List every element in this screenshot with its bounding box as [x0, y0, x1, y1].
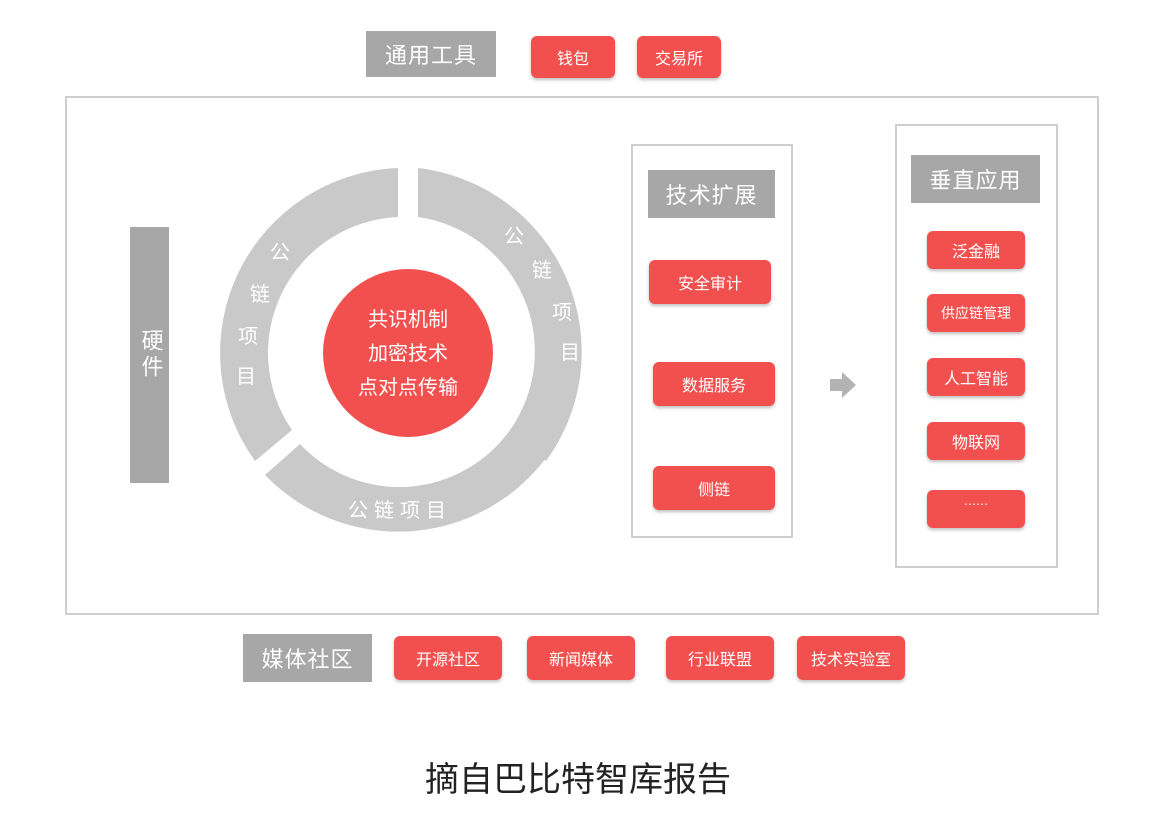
ring-diagram: [220, 168, 582, 532]
app-finance-button[interactable]: 泛金融: [927, 231, 1025, 269]
core-circle: 共识机制 加密技术 点对点传输: [323, 269, 493, 437]
app-supply-chain-button[interactable]: 供应链管理: [927, 294, 1025, 332]
core-p2p: 点对点传输: [358, 375, 458, 399]
data-service-button[interactable]: 数据服务: [653, 362, 775, 406]
exchange-button[interactable]: 交易所: [637, 36, 721, 78]
app-more-button[interactable]: ……: [927, 490, 1025, 528]
vertical-apps-title: 垂直应用: [911, 155, 1040, 203]
ring-segment-left: [220, 168, 398, 461]
caption: 摘自巴比特智库报告: [425, 760, 731, 800]
ring-bottom-text: 公链项目: [348, 498, 452, 522]
sidechain-button[interactable]: 侧链: [653, 466, 775, 510]
core-consensus: 共识机制: [368, 307, 448, 331]
security-audit-button[interactable]: 安全审计: [649, 260, 771, 304]
ring-right-text: 公 链 项 目: [504, 224, 580, 364]
arrow-right-icon: [830, 372, 856, 398]
tools-label: 通用工具: [366, 31, 496, 77]
core-crypto: 加密技术: [368, 341, 448, 365]
news-media-button[interactable]: 新闻媒体: [527, 636, 635, 680]
ring-left-text: 公 链 项 目: [236, 240, 290, 388]
wallet-button[interactable]: 钱包: [531, 36, 615, 78]
tech-lab-button[interactable]: 技术实验室: [797, 636, 905, 680]
hardware-label: 硬件: [130, 227, 169, 483]
app-iot-button[interactable]: 物联网: [927, 422, 1025, 460]
industry-alliance-button[interactable]: 行业联盟: [666, 636, 774, 680]
tech-extension-title: 技术扩展: [648, 170, 775, 218]
app-ai-button[interactable]: 人工智能: [927, 358, 1025, 396]
ring-segment-right: [418, 168, 582, 461]
ring-segment-bottom: [265, 430, 546, 532]
open-source-button[interactable]: 开源社区: [394, 636, 502, 680]
media-label: 媒体社区: [243, 634, 372, 682]
